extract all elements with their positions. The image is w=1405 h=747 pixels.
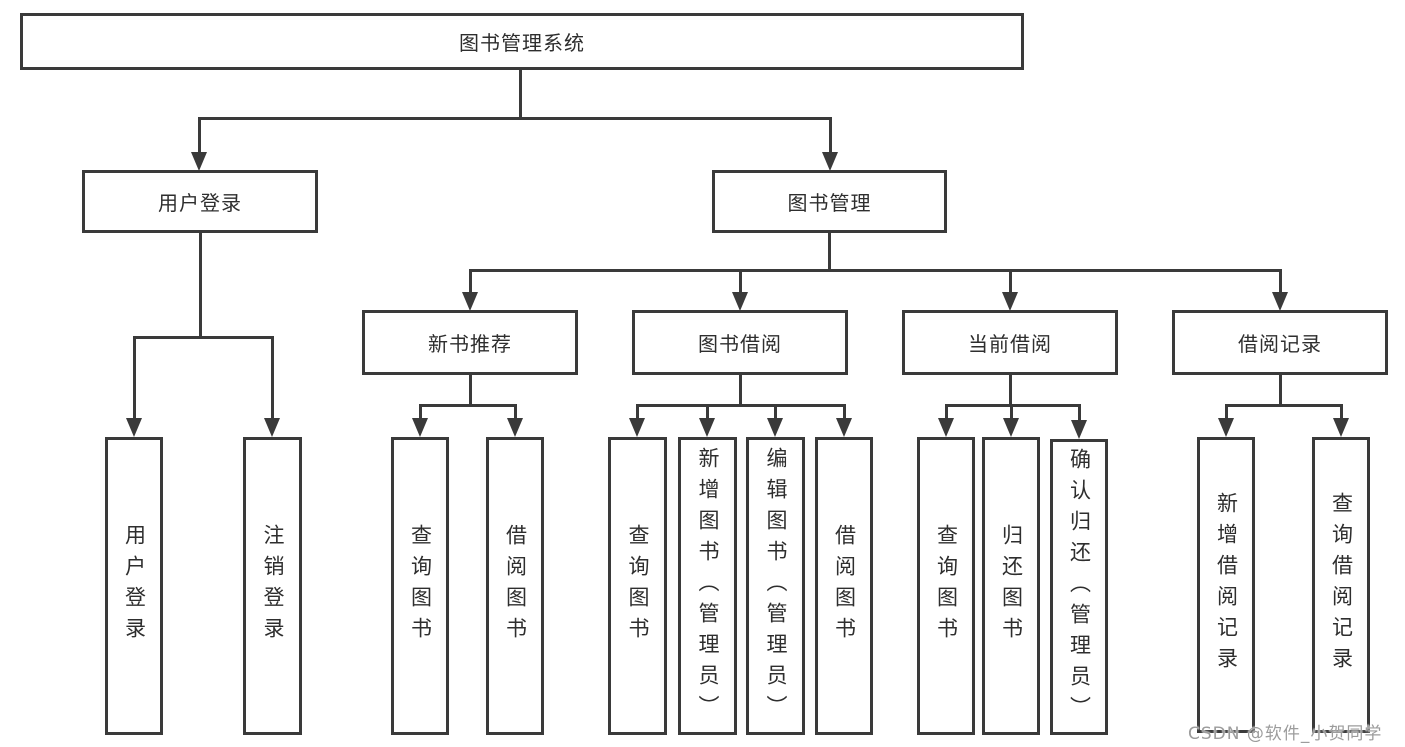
leaf-label: 编辑图书（管理员）: [764, 446, 788, 726]
connector: [271, 336, 274, 421]
connector: [636, 404, 639, 420]
arrowhead-icon: [264, 418, 280, 437]
leaf-label: 查询图书: [626, 524, 650, 648]
leaf-label: 新增图书（管理员）: [696, 446, 720, 726]
arrowhead-icon: [1002, 292, 1018, 311]
connector: [469, 269, 472, 294]
arrowhead-icon: [1003, 418, 1019, 437]
node-user-login: 用户登录: [82, 170, 318, 233]
connector: [419, 404, 517, 407]
node-current-borrowing: 当前借阅: [902, 310, 1118, 375]
leaf-logout: 注销登录: [243, 437, 302, 735]
node-new-book-recommend: 新书推荐: [362, 310, 578, 375]
connector: [1009, 269, 1012, 294]
connector: [1009, 375, 1012, 407]
arrowhead-icon: [836, 418, 852, 437]
connector: [519, 69, 522, 119]
leaf-return-books: 归还图书: [982, 437, 1040, 735]
connector: [133, 336, 274, 339]
leaf-borrow-books-recommend: 借阅图书: [486, 437, 544, 735]
connector: [1078, 404, 1081, 422]
leaf-label: 新增借阅记录: [1214, 492, 1239, 678]
connector: [1340, 404, 1343, 420]
arrowhead-icon: [412, 418, 428, 437]
leaf-label: 借阅图书: [503, 524, 528, 648]
connector: [469, 375, 472, 407]
connector: [843, 404, 846, 420]
connector: [945, 404, 1081, 407]
connector: [636, 404, 846, 407]
leaf-label: 确认归还（管理员）: [1067, 447, 1092, 727]
leaf-label: 归还图书: [999, 524, 1024, 648]
arrowhead-icon: [699, 418, 715, 437]
leaf-borrow-books: 借阅图书: [815, 437, 873, 735]
node-book-borrowing: 图书借阅: [632, 310, 848, 375]
leaf-query-books-current: 查询图书: [917, 437, 975, 735]
leaf-label: 查询图书: [408, 524, 433, 648]
arrowhead-icon: [732, 292, 748, 311]
connector: [198, 117, 201, 155]
leaf-label: 用户登录: [122, 524, 147, 648]
connector: [133, 336, 136, 421]
node-root: 图书管理系统: [20, 13, 1024, 70]
leaf-user-login: 用户登录: [105, 437, 163, 735]
connector: [1279, 375, 1282, 407]
leaf-query-books-borrowing: 查询图书: [608, 437, 667, 735]
node-book-management: 图书管理: [712, 170, 947, 233]
leaf-confirm-return-admin: 确认归还（管理员）: [1050, 439, 1108, 735]
leaf-add-books-admin: 新增图书（管理员）: [678, 437, 737, 735]
leaf-label: 查询借阅记录: [1329, 492, 1354, 678]
connector: [419, 404, 422, 420]
arrowhead-icon: [1218, 418, 1234, 437]
connector: [199, 233, 202, 339]
connector: [1225, 404, 1228, 420]
connector: [739, 269, 742, 294]
connector: [829, 117, 832, 155]
csdn-watermark: CSDN @软件_小贺同学: [1188, 724, 1383, 744]
arrowhead-icon: [1333, 418, 1349, 437]
leaf-label: 查询图书: [934, 524, 959, 648]
connector: [1279, 269, 1282, 294]
connector: [828, 233, 831, 272]
arrowhead-icon: [1071, 420, 1087, 439]
leaf-label: 借阅图书: [832, 524, 857, 648]
leaf-edit-books-admin: 编辑图书（管理员）: [746, 437, 805, 735]
node-borrowing-records: 借阅记录: [1172, 310, 1388, 375]
arrowhead-icon: [462, 292, 478, 311]
connector: [739, 375, 742, 407]
connector: [1225, 404, 1343, 407]
leaf-query-borrow-record: 查询借阅记录: [1312, 437, 1370, 733]
connector: [514, 404, 517, 420]
connector: [469, 269, 1282, 272]
arrowhead-icon: [629, 418, 645, 437]
arrowhead-icon: [507, 418, 523, 437]
leaf-query-books-recommend: 查询图书: [391, 437, 449, 735]
arrowhead-icon: [1272, 292, 1288, 311]
arrowhead-icon: [822, 152, 838, 171]
connector: [1010, 404, 1013, 420]
arrowhead-icon: [938, 418, 954, 437]
connector: [198, 117, 832, 120]
connector: [945, 404, 948, 420]
leaf-add-borrow-record: 新增借阅记录: [1197, 437, 1255, 733]
arrowhead-icon: [126, 418, 142, 437]
connector: [706, 404, 709, 420]
connector: [774, 404, 777, 420]
arrowhead-icon: [191, 152, 207, 171]
leaf-label: 注销登录: [261, 524, 285, 648]
arrowhead-icon: [767, 418, 783, 437]
